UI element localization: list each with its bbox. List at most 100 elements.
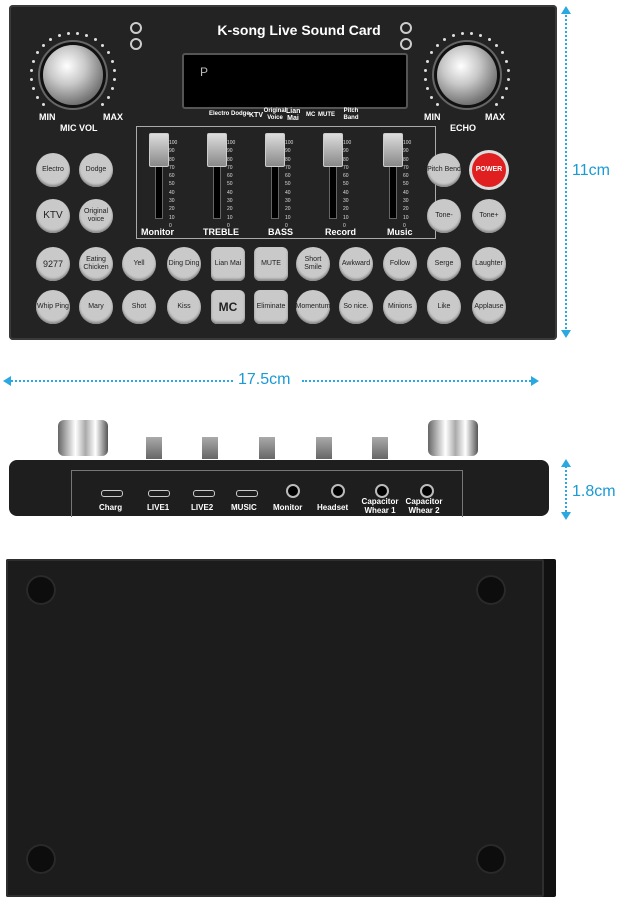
mic-vol-max-label: MAX bbox=[103, 112, 123, 122]
knob-scale-dot bbox=[443, 37, 447, 41]
dodge-button[interactable]: Dodge bbox=[79, 153, 113, 187]
side-fader bbox=[372, 437, 388, 459]
electro-button[interactable]: Electro bbox=[36, 153, 70, 187]
knob-scale-dot bbox=[111, 87, 115, 91]
echo-max-label: MAX bbox=[485, 112, 505, 122]
mic-vol-label: MIC VOL bbox=[60, 123, 98, 133]
sound-button-whip-ping[interactable]: Whip Ping bbox=[36, 290, 70, 324]
knob-scale-dot bbox=[49, 37, 53, 41]
knob-scale-dot bbox=[85, 33, 89, 37]
port-label: Capacitor Whear 1 bbox=[361, 497, 399, 515]
side-mic-knob bbox=[58, 420, 108, 456]
sound-button-momentum[interactable]: Momentum bbox=[296, 290, 331, 324]
mic-vol-knob-group bbox=[29, 31, 117, 119]
knob-scale-dot bbox=[423, 68, 427, 72]
sound-button-9277[interactable]: 9277 bbox=[36, 247, 70, 281]
monitor-fader[interactable] bbox=[149, 133, 169, 167]
knob-scale-dot bbox=[501, 51, 505, 55]
power-button[interactable]: POWER bbox=[472, 153, 506, 187]
original-voice-button[interactable]: Original voice bbox=[79, 199, 113, 233]
knob-scale-dot bbox=[31, 59, 35, 63]
echo-knob[interactable] bbox=[437, 45, 497, 105]
treble-fader[interactable] bbox=[207, 133, 227, 167]
knob-scale-dot bbox=[507, 78, 511, 82]
sound-button-laughter[interactable]: Laughter bbox=[472, 247, 506, 281]
ktv-button[interactable]: KTV bbox=[36, 199, 70, 233]
echo-min-label: MIN bbox=[424, 112, 441, 122]
knob-scale-dot bbox=[435, 103, 439, 107]
device-title: K-song Live Sound Card bbox=[217, 22, 381, 38]
audio-jack-icon bbox=[286, 484, 300, 498]
port-label: LIVE1 bbox=[147, 503, 170, 512]
pitch-bend-button[interactable]: Pitch Bend bbox=[427, 153, 461, 187]
tone-down-button[interactable]: Tone- bbox=[427, 199, 461, 233]
sound-button-serge[interactable]: Serge bbox=[427, 247, 461, 281]
knob-scale-dot bbox=[423, 78, 427, 82]
depth-dimension-line bbox=[565, 462, 567, 516]
mode-label: Pitch Band bbox=[343, 108, 359, 121]
knob-scale-dot bbox=[495, 43, 499, 47]
mc-button[interactable]: MC bbox=[211, 290, 245, 324]
sound-button-yell[interactable]: Yell bbox=[122, 247, 156, 281]
sound-card-side-view: Charg LIVE1 LIVE2 MUSIC Monitor Headset … bbox=[9, 460, 549, 517]
rubber-foot bbox=[476, 575, 506, 605]
usb-port-icon bbox=[148, 490, 170, 497]
knob-scale-dot bbox=[29, 68, 33, 72]
rubber-foot bbox=[26, 575, 56, 605]
width-dimension-label: 17.5cm bbox=[238, 371, 291, 388]
width-dimension-line bbox=[8, 380, 233, 382]
depth-dimension-label: 1.8cm bbox=[572, 483, 616, 500]
knob-scale-dot bbox=[479, 33, 483, 37]
knob-scale-dot bbox=[41, 43, 45, 47]
indicator-led bbox=[400, 22, 412, 34]
width-dimension-line bbox=[302, 380, 535, 382]
monitor-label: Monitor bbox=[141, 227, 174, 237]
indicator-led bbox=[130, 38, 142, 50]
audio-jack-icon bbox=[420, 484, 434, 498]
record-fader[interactable] bbox=[323, 133, 343, 167]
sound-button-so-nice[interactable]: So nice. bbox=[339, 290, 373, 324]
sound-button-minions[interactable]: Minions bbox=[383, 290, 417, 324]
height-dimension-line bbox=[565, 12, 567, 332]
music-label: Music bbox=[387, 227, 413, 237]
knob-scale-dot bbox=[429, 51, 433, 55]
mute-button[interactable]: MUTE bbox=[254, 247, 288, 281]
bass-fader[interactable] bbox=[265, 133, 285, 167]
record-label: Record bbox=[325, 227, 357, 237]
sound-button-kiss[interactable]: Kiss bbox=[167, 290, 201, 324]
sound-button-applause[interactable]: Applause bbox=[472, 290, 506, 324]
sound-button-follow[interactable]: Follow bbox=[383, 247, 417, 281]
sound-button-mary[interactable]: Mary bbox=[79, 290, 113, 324]
lian-mai-button[interactable]: Lian Mai bbox=[211, 247, 245, 281]
knob-scale-dot bbox=[505, 59, 509, 63]
side-fader bbox=[202, 437, 218, 459]
knob-scale-dot bbox=[107, 51, 111, 55]
display-text: P bbox=[200, 65, 209, 79]
knob-scale-dot bbox=[101, 103, 105, 107]
sound-button-shot[interactable]: Shot bbox=[122, 290, 156, 324]
knob-scale-dot bbox=[29, 78, 33, 82]
port-panel bbox=[71, 470, 463, 517]
usb-port-icon bbox=[236, 490, 258, 497]
knob-scale-dot bbox=[35, 51, 39, 55]
mic-vol-knob[interactable] bbox=[43, 45, 103, 105]
knob-scale-dot bbox=[107, 95, 111, 99]
eliminate-button[interactable]: Eliminate bbox=[254, 290, 288, 324]
knob-scale-dot bbox=[101, 43, 105, 47]
knob-scale-dot bbox=[460, 31, 464, 35]
tone-up-button[interactable]: Tone+ bbox=[472, 199, 506, 233]
music-fader[interactable] bbox=[383, 133, 403, 167]
sound-button-ding-ding[interactable]: Ding Ding bbox=[167, 247, 201, 281]
knob-scale-dot bbox=[93, 37, 97, 41]
sound-button-like[interactable]: Like bbox=[427, 290, 461, 324]
knob-scale-dot bbox=[425, 87, 429, 91]
sound-button-short-smile[interactable]: Short Smile bbox=[296, 247, 330, 281]
treble-label: TREBLE bbox=[203, 227, 239, 237]
led-display: P bbox=[182, 53, 408, 109]
sound-button-eating-chicken[interactable]: Eating Chicken bbox=[79, 247, 113, 281]
sound-button-awkward[interactable]: Awkward bbox=[339, 247, 373, 281]
